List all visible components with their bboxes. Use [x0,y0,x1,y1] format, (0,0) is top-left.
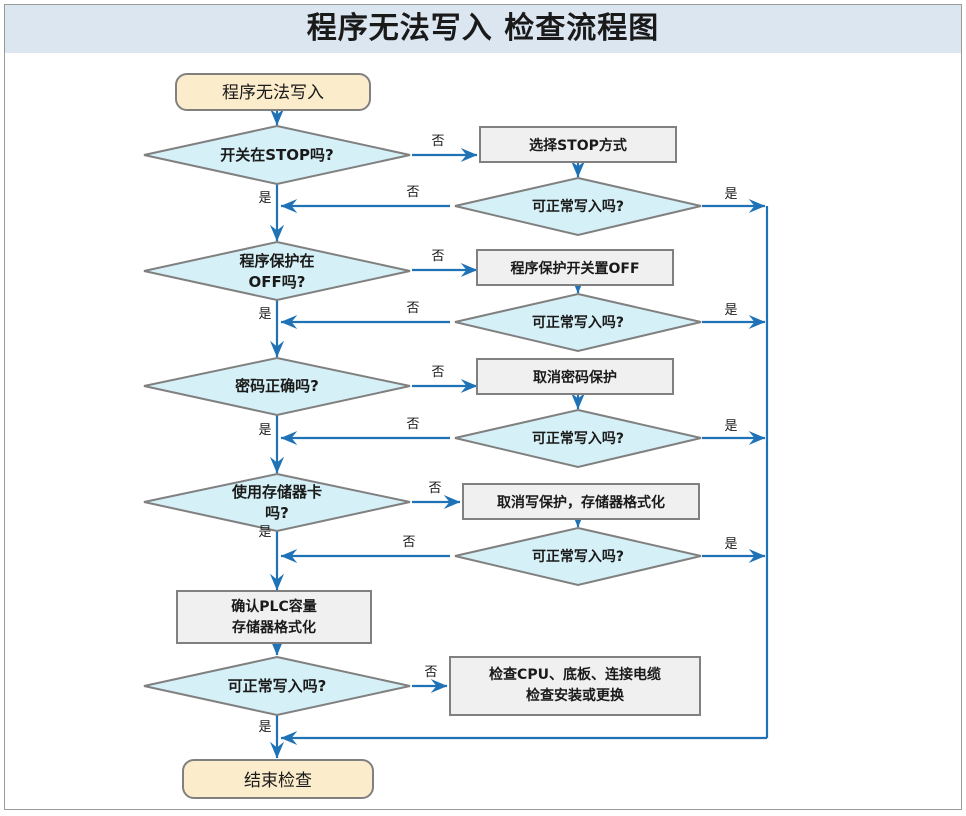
node-decision-write-ok-4[interactable]: 可正常写入吗? [454,526,702,587]
c3-label: 可正常写入吗? [532,430,624,447]
p3-label: 取消密码保护 [533,369,617,386]
node-process-confirm-plc-capacity[interactable]: 确认PLC容量 存储器格式化 [176,590,372,644]
end-shape [182,759,374,799]
d3-shape [143,356,411,417]
node-decision-password-correct[interactable]: 密码正确吗? [143,356,411,417]
label-d1-yes: 是 [258,191,271,206]
d4-label-line1: 使用存储器卡 [231,483,322,501]
label-d4-yes: 是 [258,525,271,540]
p2-shape [476,249,674,286]
label-c1-yes: 是 [724,187,737,202]
d3-label: 密码正确吗? [235,377,319,395]
p1-shape [479,126,677,163]
label-c1-no: 否 [406,185,419,200]
node-process-cancel-write-protect-format[interactable]: 取消写保护，存储器格式化 [462,483,700,520]
c4-label: 可正常写入吗? [532,548,624,565]
node-process-set-protect-switch-off[interactable]: 程序保护开关置OFF [476,249,674,286]
d4-label-line2: 吗? [265,504,289,522]
page-title: 程序无法写入 检查流程图 [306,11,660,46]
label-c2-yes: 是 [724,303,737,318]
node-start[interactable]: 程序无法写入 [175,73,371,111]
label-c3-no: 否 [406,417,419,432]
p4-label: 取消写保护，存储器格式化 [497,494,665,511]
d4-shape [143,472,411,533]
label-d1-no: 否 [431,134,444,149]
label-c4-no: 否 [402,535,415,550]
label-d3-no: 否 [431,365,444,380]
node-decision-program-protect-off[interactable]: 程序保护在 OFF吗? [143,240,411,302]
title-band: 程序无法写入 检查流程图 [5,5,961,53]
node-process-cancel-password-protect[interactable]: 取消密码保护 [476,358,674,395]
d2-label-line1: 程序保护在 [239,252,314,270]
node-decision-write-ok-final[interactable]: 可正常写入吗? [143,655,411,717]
label-d3-yes: 是 [258,423,271,438]
label-c4-yes: 是 [724,537,737,552]
c1-shape [454,176,702,237]
p4-shape [462,483,700,520]
c3-shape [454,408,702,469]
p6-label-line2: 检查安装或更换 [526,687,625,704]
label-c2-no: 否 [406,301,419,316]
c1-label: 可正常写入吗? [532,198,624,215]
edge-label-layer: 否 是 否 是 否 是 否 是 否 是 否 是 否 是 否 是 否 是 [258,134,737,735]
d2-label-line2: OFF吗? [249,273,306,291]
d1-label: 开关在STOP吗? [220,146,333,164]
p5-label-line2: 存储器格式化 [232,619,316,636]
node-process-check-cpu-base-cable[interactable]: 检查CPU、底板、连接电缆 检查安装或更换 [449,656,701,716]
node-decision-switch-stop[interactable]: 开关在STOP吗? [143,124,411,186]
node-decision-write-ok-3[interactable]: 可正常写入吗? [454,408,702,469]
d1-shape [143,124,411,186]
label-d4-no: 否 [428,481,441,496]
d5-shape [143,655,411,717]
d2-shape [143,240,411,302]
label-d2-yes: 是 [258,307,271,322]
c2-label: 可正常写入吗? [532,314,624,331]
p1-label: 选择STOP方式 [529,137,627,154]
label-d5-no: 否 [424,665,437,680]
start-shape [175,73,371,111]
c2-shape [454,292,702,353]
p5-label-line1: 确认PLC容量 [231,598,316,615]
node-decision-write-ok-1[interactable]: 可正常写入吗? [454,176,702,237]
d5-label: 可正常写入吗? [228,677,327,695]
node-decision-use-memory-card[interactable]: 使用存储器卡 吗? [143,472,411,533]
end-label: 结束检查 [244,771,312,791]
c4-shape [454,526,702,587]
connector-layer [269,108,769,759]
p3-shape [476,358,674,395]
p5-shape [176,590,372,644]
p6-shape [449,656,701,716]
start-label: 程序无法写入 [222,83,324,103]
node-decision-write-ok-2[interactable]: 可正常写入吗? [454,292,702,353]
label-c3-yes: 是 [724,419,737,434]
label-d2-no: 否 [431,249,444,264]
node-end[interactable]: 结束检查 [182,759,374,799]
p6-label-line1: 检查CPU、底板、连接电缆 [489,666,661,683]
p2-label: 程序保护开关置OFF [510,260,639,277]
label-d5-yes: 是 [258,720,271,735]
node-process-select-stop-mode[interactable]: 选择STOP方式 [479,126,677,163]
